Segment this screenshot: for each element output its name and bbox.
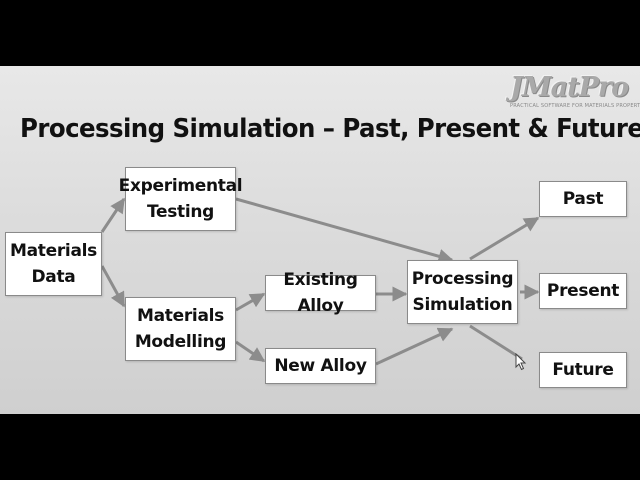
arrow-simulation-to-past <box>469 216 540 261</box>
node-new-alloy: New Alloy <box>265 348 376 384</box>
node-existing-alloy: Existing Alloy <box>265 270 376 316</box>
arrow-new-to-simulation <box>375 327 454 366</box>
slide-title: Processing Simulation – Past, Present & … <box>20 114 640 144</box>
arrow-modelling-to-existing <box>235 292 266 312</box>
node-experimental-testing: Experimental Testing <box>119 167 243 231</box>
mouse-pointer-icon <box>515 353 527 371</box>
arrow-data-to-testing <box>100 197 126 233</box>
arrow-modelling-to-new <box>235 340 266 363</box>
node-future: Future <box>539 352 627 388</box>
presentation-slide: JMatPro PRACTICAL SOFTWARE FOR MATERIALS… <box>0 66 640 414</box>
arrow-data-to-modelling <box>100 265 126 308</box>
arrow-testing-to-simulation <box>235 197 454 264</box>
node-processing-simulation: Processing Simulation <box>407 260 518 324</box>
logo-wordmark: JMatPro <box>510 72 629 103</box>
node-materials-modelling: Materials Modelling <box>125 297 236 361</box>
arrow-simulation-to-future <box>469 324 523 361</box>
jmatpro-logo: JMatPro PRACTICAL SOFTWARE FOR MATERIALS… <box>510 72 640 110</box>
node-present: Present <box>539 273 627 309</box>
connector-arrows <box>100 197 540 366</box>
node-past: Past <box>539 181 627 217</box>
node-materials-data: Materials Data <box>5 232 102 296</box>
logo-tagline: PRACTICAL SOFTWARE FOR MATERIALS PROPERT… <box>510 103 640 109</box>
